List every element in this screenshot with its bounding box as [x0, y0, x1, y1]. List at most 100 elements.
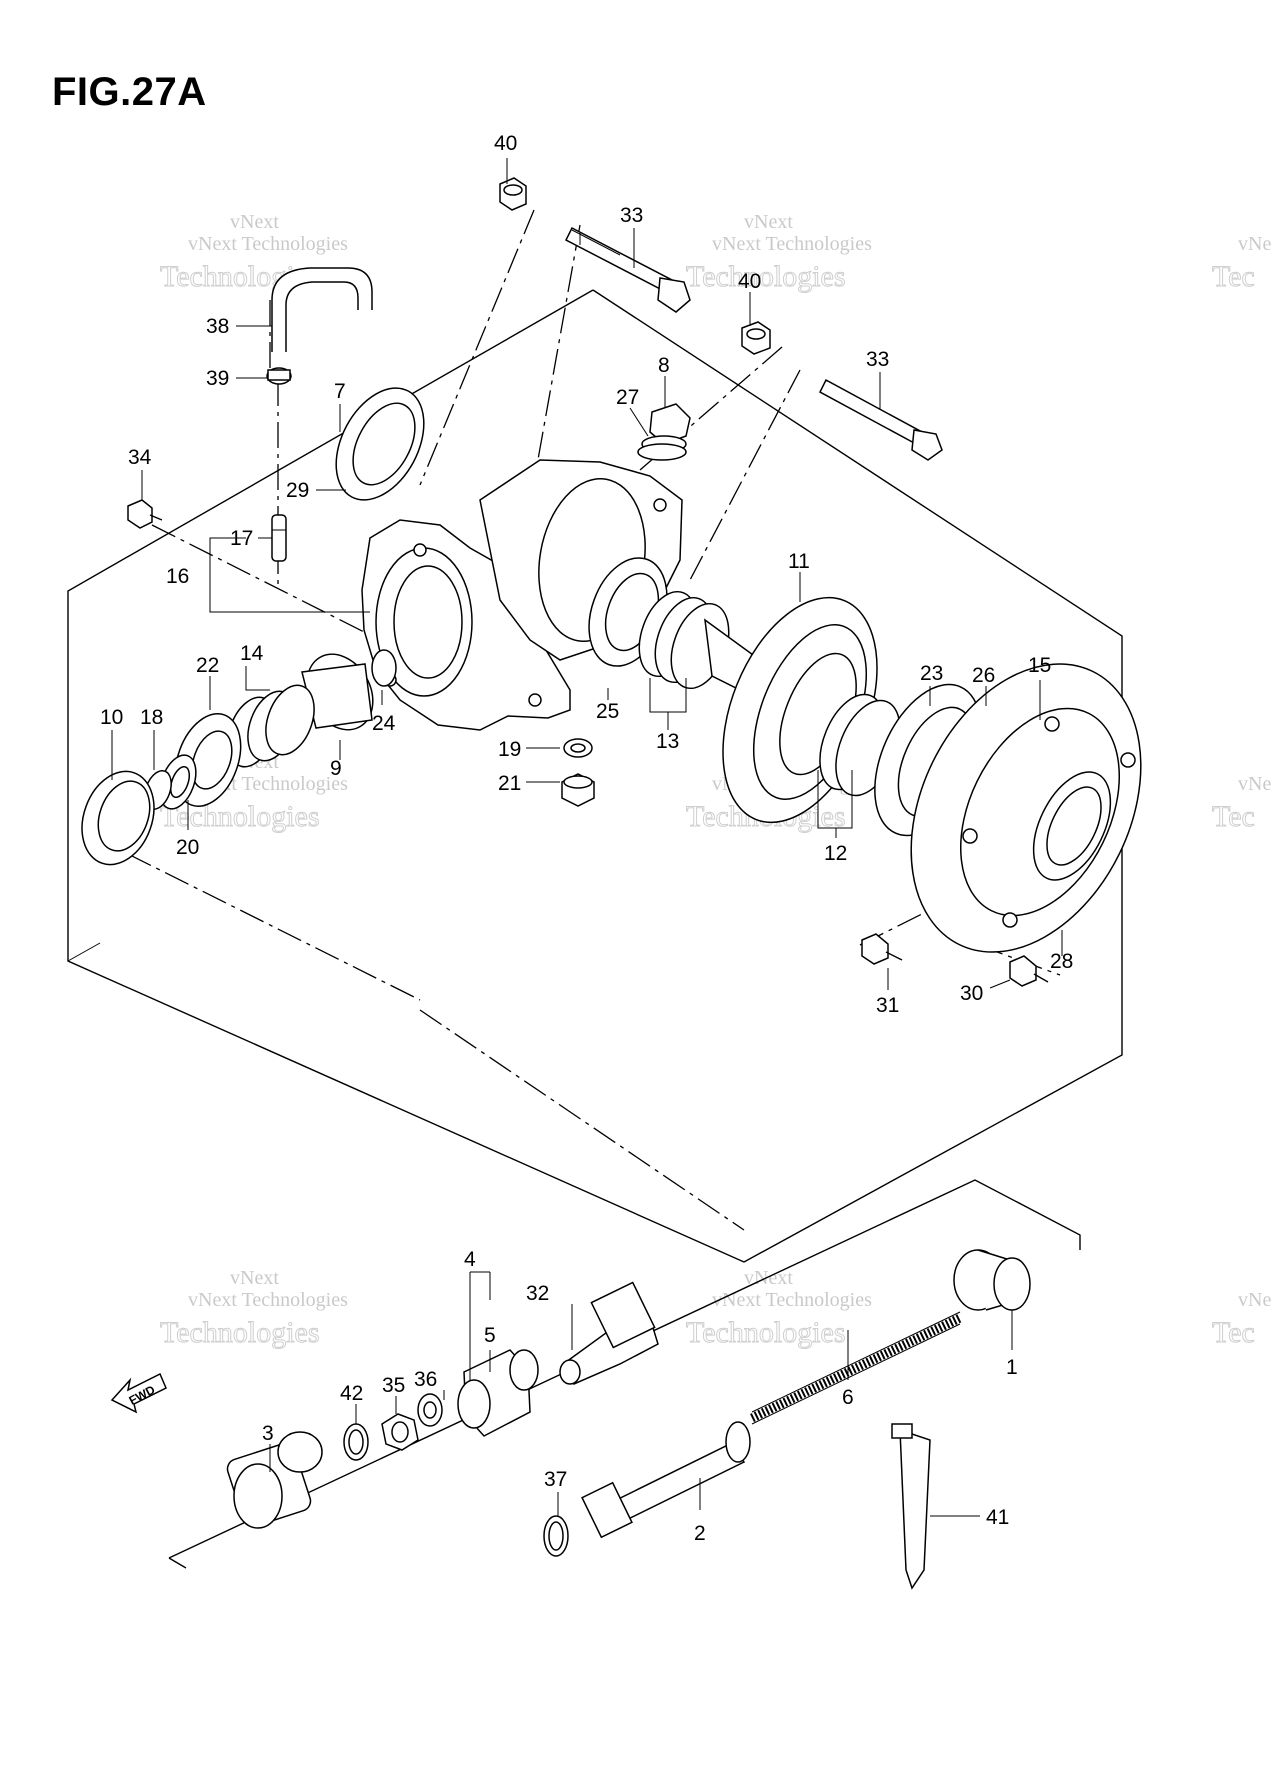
callout-9: 9 [330, 757, 342, 780]
callout-17: 17 [230, 527, 253, 550]
callout-8: 8 [658, 354, 670, 377]
o-ring-37 [543, 1515, 569, 1557]
svg-text:vNext: vNext [230, 1267, 279, 1289]
joint-5 [457, 1349, 539, 1437]
bolt-31 [861, 933, 903, 965]
svg-text:Technologies: Technologies [686, 260, 846, 293]
watermark-bottom-center: vNext vNext Technologies Technologies [686, 1267, 873, 1350]
callout-1: 1 [1006, 1356, 1018, 1379]
drain-plug-21 [561, 773, 595, 807]
nut-35 [381, 1413, 419, 1451]
svg-text:vNext Technologies: vNext Technologies [188, 233, 348, 255]
spring-6 [750, 1311, 962, 1425]
watermark-bottom-left: vNext vNext Technologies Technologies [160, 1267, 349, 1350]
callout-14: 14 [240, 642, 264, 665]
callout-25: 25 [596, 700, 619, 723]
bolt-34 [127, 499, 163, 529]
washer-19 [563, 738, 593, 758]
callout-18: 18 [140, 706, 163, 729]
callout-38: 38 [206, 315, 229, 338]
callout-24: 24 [372, 712, 396, 735]
nut-10 [81, 770, 155, 866]
callout-4: 4 [464, 1248, 476, 1271]
watermark-top-mid: vNext vNext Technologies Technologies [686, 211, 873, 294]
callout-33-top: 33 [620, 204, 643, 227]
coupling-3 [226, 1431, 323, 1529]
svg-text:vNext Technologies: vNext Technologies [188, 1289, 348, 1311]
dowel-pin-17 [271, 514, 287, 562]
svg-text:Technologies: Technologies [160, 1316, 320, 1349]
callout-40-mid: 40 [738, 270, 761, 293]
o-ring-42 [343, 1423, 369, 1461]
callout-34: 34 [128, 446, 152, 469]
callout-30: 30 [960, 982, 983, 1005]
callout-36: 36 [414, 1368, 437, 1391]
nut-40-mid [741, 321, 771, 355]
callout-7: 7 [334, 380, 346, 403]
svg-text:Technologies: Technologies [686, 1316, 846, 1349]
callout-28: 28 [1050, 950, 1073, 973]
callout-15: 15 [1028, 654, 1051, 677]
svg-text:vNext: vNext [744, 1267, 793, 1289]
callout-2: 2 [694, 1522, 706, 1545]
breather-hose-38 [271, 267, 373, 352]
callout-39: 39 [206, 367, 229, 390]
filler-cap-8 [637, 403, 691, 461]
callout-26: 26 [972, 664, 995, 687]
callout-12: 12 [824, 842, 847, 865]
watermark-right-edge: vNe Tec vNe Tec vNe Tec [1212, 233, 1272, 1350]
callout-40-top: 40 [494, 132, 517, 155]
svg-text:vNext: vNext [230, 211, 279, 233]
assembly-frame [67, 289, 1123, 1263]
callout-41: 41 [986, 1506, 1009, 1529]
callout-31: 31 [876, 994, 899, 1017]
callout-22: 22 [196, 654, 219, 677]
bolt-33-right [819, 378, 943, 461]
svg-text:Tec: Tec [1212, 800, 1255, 833]
callout-6: 6 [842, 1386, 854, 1409]
callout-numbers: 40 33 40 33 38 39 8 27 7 34 29 17 16 11 … [100, 132, 1073, 1545]
callout-32: 32 [526, 1282, 549, 1305]
clamp-39 [266, 367, 292, 385]
callout-42: 42 [340, 1382, 363, 1405]
shaft-shims-13 [638, 590, 761, 702]
svg-text:vNext Technologies: vNext Technologies [712, 1289, 872, 1311]
fwd-arrow-icon: FWD [110, 1372, 167, 1414]
spacer-14 [227, 684, 315, 768]
tie-band-41 [891, 1423, 931, 1590]
oil-seal-29 [335, 387, 425, 501]
callout-37: 37 [544, 1468, 567, 1491]
bolt-33-top [564, 226, 691, 313]
callout-16: 16 [166, 565, 189, 588]
callout-13: 13 [656, 730, 679, 753]
propeller-shaft-32 [559, 1281, 659, 1386]
leader-lines [111, 158, 1063, 1517]
figure-title: FIG.27A [52, 70, 207, 114]
callout-3: 3 [262, 1422, 274, 1445]
svg-text:Tec: Tec [1212, 260, 1255, 293]
pinion-shaft-2 [581, 1421, 751, 1539]
callout-29: 29 [286, 479, 309, 502]
callout-5: 5 [484, 1324, 496, 1347]
svg-text:vNe: vNe [1238, 773, 1271, 795]
callout-20: 20 [176, 836, 199, 859]
oil-seal-28 [1032, 771, 1112, 881]
washer-36 [417, 1393, 443, 1427]
spline-coupling-1 [953, 1249, 1031, 1311]
callout-11: 11 [788, 550, 810, 573]
svg-text:vNext: vNext [744, 211, 793, 233]
bolt-30 [1009, 955, 1049, 987]
callout-33-right: 33 [866, 348, 889, 371]
svg-text:Tec: Tec [1212, 1316, 1255, 1349]
callout-10: 10 [100, 706, 123, 729]
callout-27: 27 [616, 386, 639, 409]
callout-21: 21 [498, 772, 521, 795]
svg-text:vNe: vNe [1238, 233, 1271, 255]
svg-text:vNext Technologies: vNext Technologies [712, 233, 872, 255]
callout-23: 23 [920, 662, 943, 685]
svg-text:Technologies: Technologies [160, 800, 320, 833]
callout-19: 19 [498, 738, 521, 761]
nut-40-top [499, 177, 527, 211]
